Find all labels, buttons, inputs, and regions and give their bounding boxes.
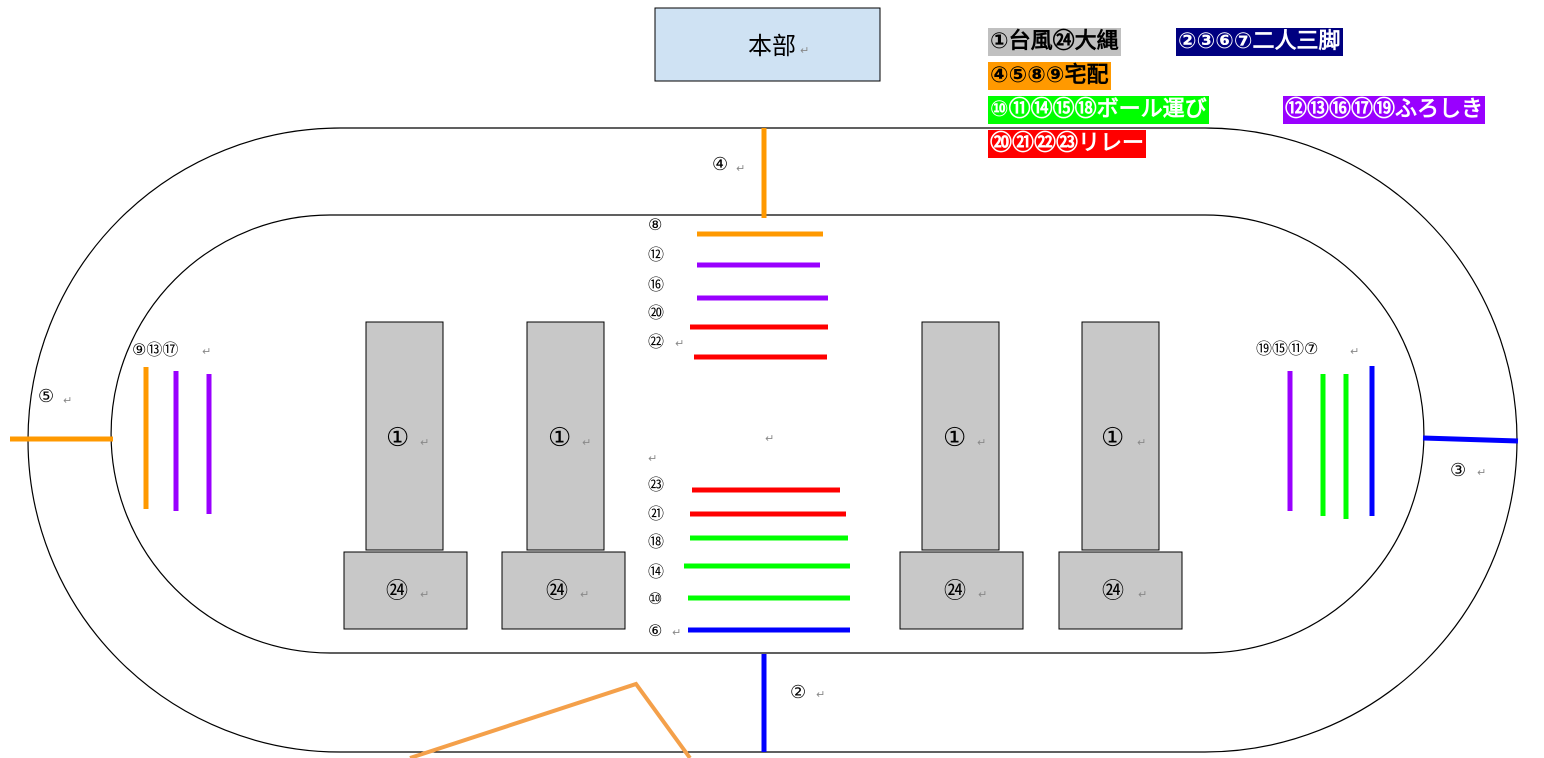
- right-group-label: ⑲⑮⑪⑦: [1256, 339, 1318, 358]
- top-num-0: ⑧: [648, 215, 662, 234]
- bottom-num-2: ⑱: [648, 532, 664, 551]
- typhoon-box-2: [526, 321, 605, 551]
- typhoon-label-4: ①: [1101, 423, 1124, 453]
- hq-label: 本部: [748, 32, 796, 60]
- bottom-num-0: ㉓: [648, 475, 664, 494]
- typhoon-box-1: [365, 321, 444, 551]
- rope-box-3: [899, 551, 1024, 630]
- label-4: ④: [712, 154, 728, 175]
- label-3: ③: [1450, 460, 1466, 481]
- rope-label-2: ㉔: [546, 579, 568, 604]
- svg-text:↵: ↵: [675, 337, 684, 350]
- label-5: ⑤: [38, 386, 54, 407]
- typhoon-label-2: ①: [548, 423, 571, 453]
- svg-text:↵: ↵: [816, 688, 825, 701]
- bottom-num-5: ⑥: [648, 621, 662, 640]
- bottom-num-3: ⑭: [648, 562, 664, 581]
- rope-box-4: [1058, 551, 1183, 630]
- top-num-2: ⑯: [648, 275, 664, 294]
- typhoon-box-4: [1081, 321, 1160, 551]
- legend-relay: ⑳㉑㉒㉓リレー: [988, 130, 1147, 158]
- legend-ball-carry: ⑩⑪⑭⑮⑱ボール運び: [988, 96, 1209, 124]
- svg-text:↵: ↵: [648, 452, 657, 465]
- svg-text:↵: ↵: [978, 588, 987, 601]
- svg-text:↵: ↵: [580, 588, 589, 601]
- svg-text:↵: ↵: [977, 436, 986, 449]
- outer-track: [27, 127, 1518, 753]
- return-marks: ↵ ↵ ↵ ↵ ↵ ↵ ↵ ↵ ↵ ↵ ↵ ↵ ↵ ↵ ↵ ↵ ↵ ↵: [63, 162, 1486, 701]
- inner-track: [110, 214, 1425, 654]
- rope-label-1: ㉔: [386, 579, 408, 604]
- hq-box: [654, 7, 881, 82]
- lane-3: [1422, 435, 1519, 444]
- svg-text:↵: ↵: [202, 345, 211, 358]
- rope-box-2: [501, 551, 626, 630]
- top-num-3: ⑳: [648, 303, 664, 322]
- typhoon-label-3: ①: [943, 423, 966, 453]
- svg-text:↵: ↵: [420, 588, 429, 601]
- label-2: ②: [790, 682, 806, 703]
- legend-typhoon-rope: ①台風㉔大縄: [988, 28, 1121, 56]
- svg-text:↵: ↵: [672, 626, 681, 639]
- rope-label-4: ㉔: [1102, 579, 1124, 604]
- typhoon-box-3: [921, 321, 1000, 551]
- return-mark: ↵: [800, 44, 809, 57]
- svg-text:↵: ↵: [1477, 466, 1486, 479]
- svg-text:↵: ↵: [1138, 588, 1147, 601]
- svg-text:↵: ↵: [1137, 436, 1146, 449]
- legend-furoshiki: ⑫⑬⑯⑰⑲ふろしき: [1283, 96, 1486, 124]
- svg-text:↵: ↵: [1350, 345, 1359, 358]
- bottom-num-4: ⑩: [648, 589, 662, 608]
- rope-box-1: [343, 551, 468, 630]
- left-group-label: ⑨⑬⑰: [132, 340, 178, 359]
- typhoon-label-1: ①: [386, 423, 409, 453]
- bottom-num-1: ㉑: [648, 504, 664, 523]
- top-num-4: ㉒: [648, 332, 664, 351]
- top-num-1: ⑫: [648, 245, 664, 264]
- svg-text:↵: ↵: [420, 436, 429, 449]
- svg-text:↵: ↵: [63, 394, 72, 407]
- legend-delivery: ④⑤⑧⑨宅配: [988, 62, 1111, 90]
- orange-wedge: [409, 681, 692, 758]
- svg-text:↵: ↵: [582, 436, 591, 449]
- legend-three-legged: ②③⑥⑦二人三脚: [1176, 28, 1343, 56]
- svg-text:↵: ↵: [765, 432, 774, 445]
- svg-text:↵: ↵: [736, 162, 745, 175]
- rope-label-3: ㉔: [944, 579, 966, 604]
